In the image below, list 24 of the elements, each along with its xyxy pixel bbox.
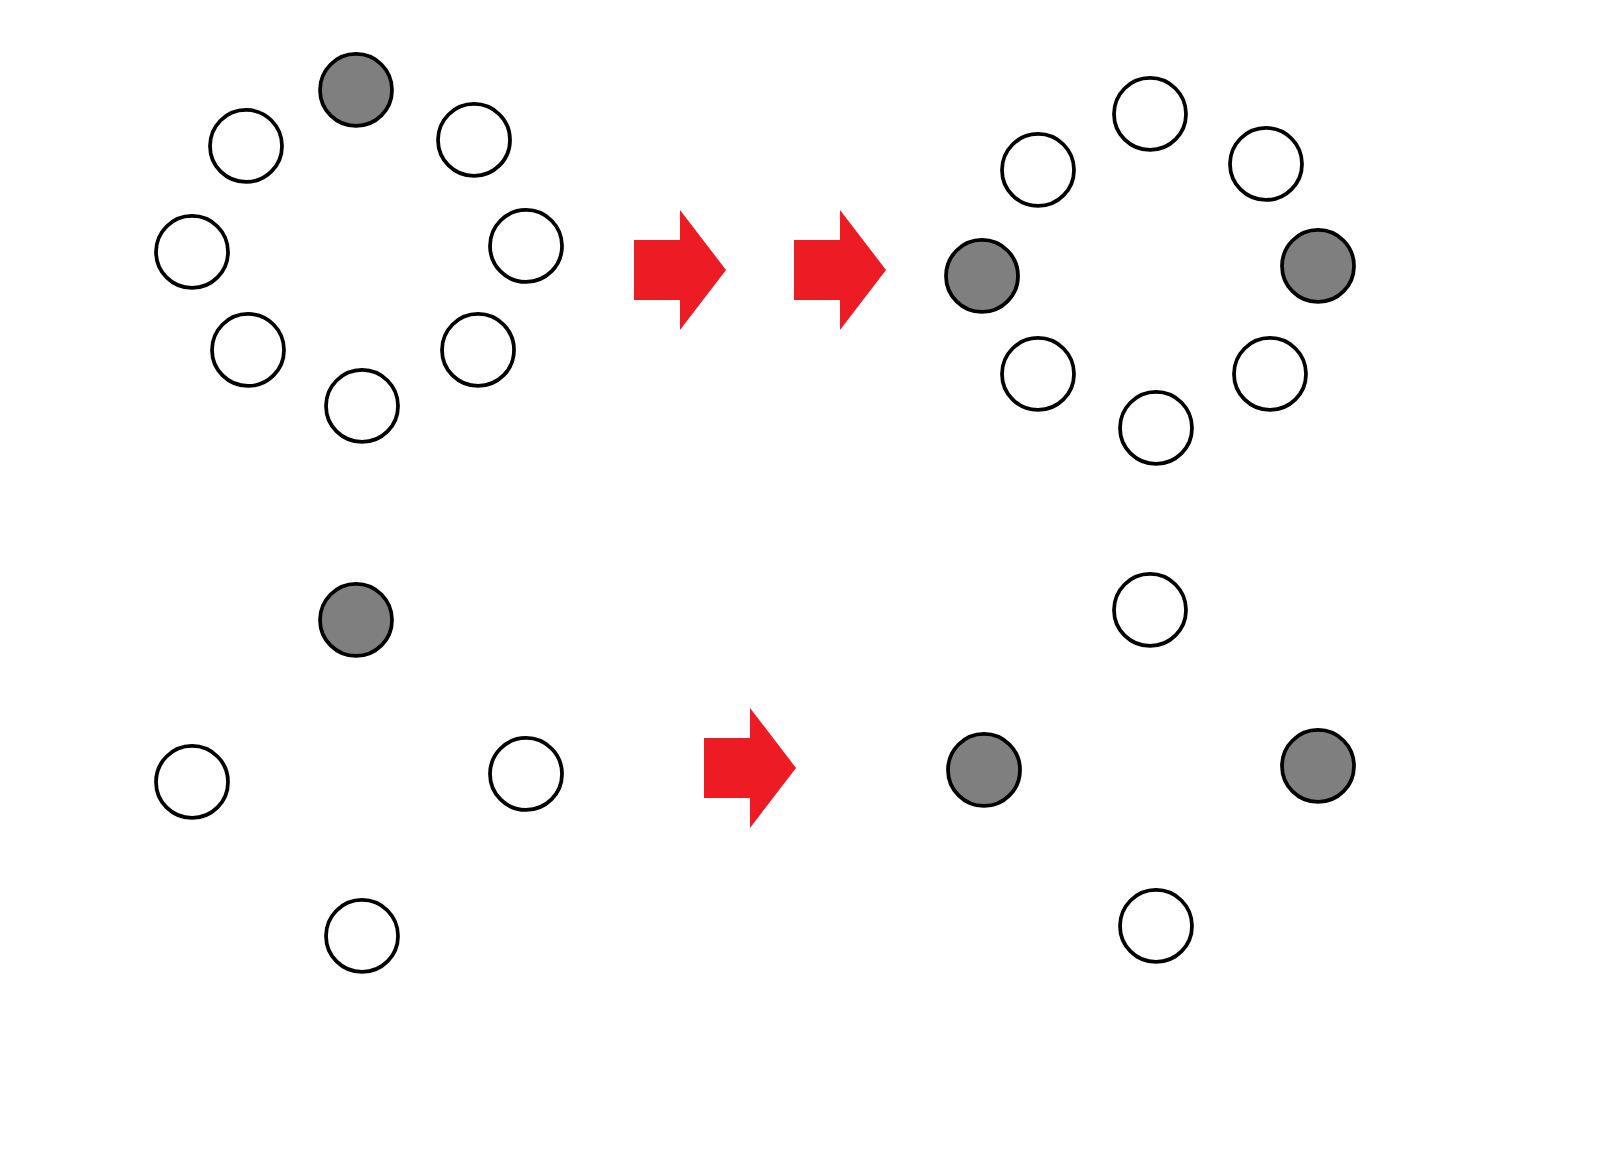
circle <box>208 108 284 184</box>
circle <box>210 312 286 388</box>
circle <box>154 744 230 820</box>
circle <box>946 732 1022 808</box>
circle <box>944 238 1020 314</box>
circle <box>440 312 516 388</box>
circle <box>324 368 400 444</box>
circle <box>1112 76 1188 152</box>
circle <box>324 898 400 974</box>
circle <box>1118 888 1194 964</box>
circle <box>1232 336 1308 412</box>
circle <box>318 52 394 128</box>
circle <box>488 208 564 284</box>
circle <box>318 582 394 658</box>
circle <box>1112 572 1188 648</box>
circle <box>1000 132 1076 208</box>
circle <box>436 102 512 178</box>
circle <box>1118 390 1194 466</box>
circle <box>1280 228 1356 304</box>
circle <box>488 736 564 812</box>
circle <box>1280 728 1356 804</box>
circle <box>154 214 230 290</box>
circle <box>1228 126 1304 202</box>
circle <box>1000 336 1076 412</box>
